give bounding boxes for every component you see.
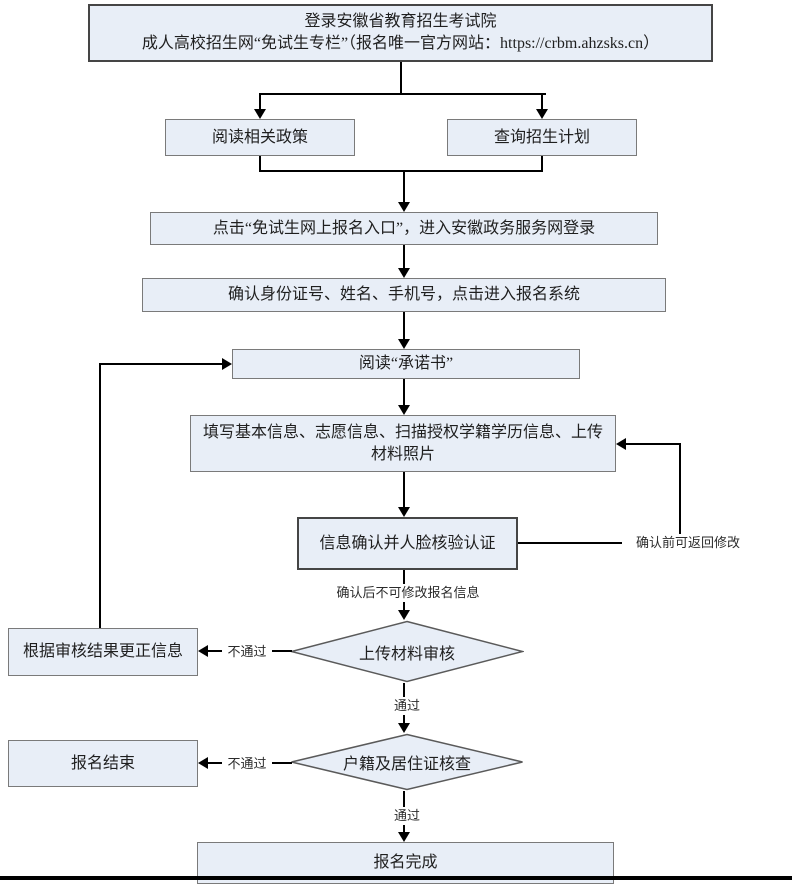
arrowhead-to-registration-complete <box>398 832 410 842</box>
connector-return-horizontal <box>518 542 681 544</box>
node-correct-info: 根据审核结果更正信息 <box>8 628 198 676</box>
node-query-plan: 查询招生计划 <box>447 119 637 156</box>
connector-merge-down <box>403 170 405 203</box>
connector-login-down <box>400 62 402 95</box>
connector-split-horizontal <box>259 93 546 95</box>
node-registration-end: 报名结束 <box>8 740 198 787</box>
connector-return-vertical <box>679 443 681 544</box>
arrowhead-to-read-commitment <box>398 339 410 349</box>
node-review-materials: 上传材料审核 <box>358 645 455 663</box>
arrowhead-to-confirm-face <box>398 507 410 517</box>
connector-correct-loop-vertical <box>99 363 101 628</box>
node-login-line2: 成人高校招生网“免试生专栏”（报名唯一官方网站：https://crbm.ahz… <box>141 35 660 52</box>
connector-fill-to-confirm-face <box>403 472 405 508</box>
connector-merge-right <box>541 156 543 172</box>
diamond-review-materials-shape <box>290 620 524 683</box>
node-fill-info: 填写基本信息、志愿信息、扫描授权学籍学历信息、上传材料照片 <box>190 415 616 472</box>
connector-merge-left <box>259 156 261 172</box>
connector-split-right <box>541 93 543 110</box>
connector-correct-loop-horizontal <box>99 363 223 365</box>
node-confirm-face: 信息确认并人脸核验认证 <box>297 517 518 570</box>
node-household-check: 户籍及居住证核查 <box>342 756 471 773</box>
node-read-policy: 阅读相关政策 <box>165 119 355 156</box>
edge-label-fail-materials: 不通过 <box>222 643 272 661</box>
node-confirm-identity: 确认身份证号、姓名、手机号，点击进入报名系统 <box>142 278 666 312</box>
node-click-entry: 点击“免试生网上报名入口”，进入安徽政务服务网登录 <box>150 212 658 245</box>
connector-merge-horizontal <box>259 170 543 172</box>
arrowhead-to-household-check <box>398 723 410 733</box>
connector-split-left <box>259 93 261 110</box>
arrowhead-to-registration-end <box>198 757 208 769</box>
arrowhead-to-fill-info <box>398 405 410 415</box>
edge-label-before-confirm: 确认前可返回修改 <box>622 534 754 552</box>
bottom-page-rule <box>0 876 792 880</box>
arrowhead-to-correct-info <box>198 645 208 657</box>
connector-identity-to-commitment <box>403 312 405 340</box>
arrowhead-to-read-commitment-loop <box>222 358 232 370</box>
node-login-line1: 登录安徽省教育招生考试院 <box>304 13 497 31</box>
edge-label-pass-materials: 通过 <box>389 697 425 715</box>
connector-commitment-to-fill <box>403 379 405 406</box>
arrowhead-to-confirm-identity <box>398 268 410 278</box>
arrowhead-to-click-entry <box>398 202 410 212</box>
edge-label-pass-household: 通过 <box>389 807 425 825</box>
arrowhead-to-query-plan <box>536 109 548 119</box>
node-login: 登录安徽省教育招生考试院 成人高校招生网“免试生专栏”（报名唯一官方网站：htt… <box>88 4 713 62</box>
diamond-household-check-shape <box>291 733 523 791</box>
connector-click-to-identity <box>403 245 405 269</box>
edge-label-after-confirm: 确认后不可修改报名信息 <box>328 584 488 602</box>
connector-return-top <box>626 443 680 445</box>
arrowhead-to-fill-info-return <box>616 438 626 450</box>
edge-label-fail-household: 不通过 <box>222 755 272 773</box>
arrowhead-to-review-materials <box>398 610 410 620</box>
node-read-commitment: 阅读“承诺书” <box>232 349 580 379</box>
arrowhead-to-read-policy <box>254 109 266 119</box>
